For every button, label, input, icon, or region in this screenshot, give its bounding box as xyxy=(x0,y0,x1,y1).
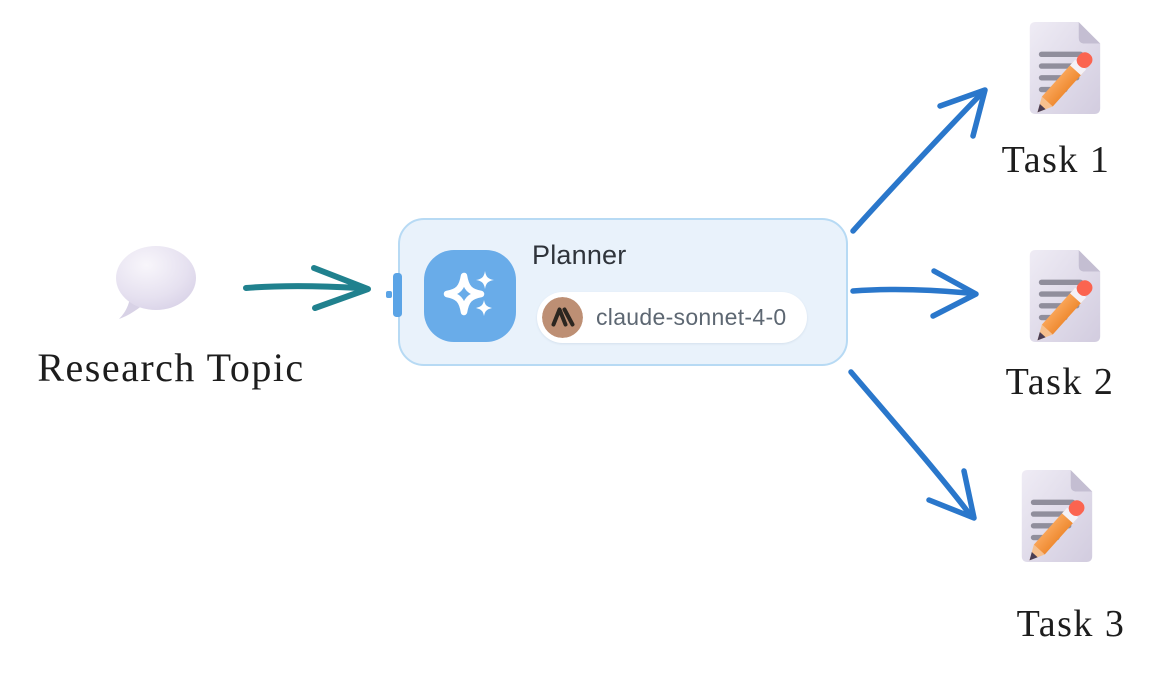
sparkles-icon xyxy=(424,250,516,342)
anthropic-logo-icon xyxy=(542,297,583,338)
input-handle[interactable] xyxy=(393,273,402,317)
memo-pencil-icon xyxy=(1012,466,1100,566)
task-1-label: Task 1 xyxy=(1001,139,1111,181)
task-3-label: Task 3 xyxy=(1016,603,1126,645)
edge-planner-to-task-1 xyxy=(850,87,988,234)
edge-research-topic-to-planner xyxy=(243,265,371,311)
edge-planner-to-task-3 xyxy=(848,369,977,521)
model-name: claude-sonnet-4-0 xyxy=(596,304,787,330)
node-title: Planner xyxy=(532,240,627,270)
research-topic-label: Research Topic xyxy=(37,345,305,390)
speech-bubble-icon xyxy=(110,244,200,324)
model-badge[interactable]: claude-sonnet-4-0 xyxy=(537,292,807,343)
memo-pencil-icon xyxy=(1020,18,1108,118)
input-handle-nub xyxy=(386,291,392,298)
edge-planner-to-task-2 xyxy=(850,268,979,319)
memo-pencil-icon xyxy=(1020,246,1108,346)
task-2-label: Task 2 xyxy=(1005,361,1115,403)
planner-node[interactable]: Planner claude-sonnet-4-0 xyxy=(386,218,848,366)
